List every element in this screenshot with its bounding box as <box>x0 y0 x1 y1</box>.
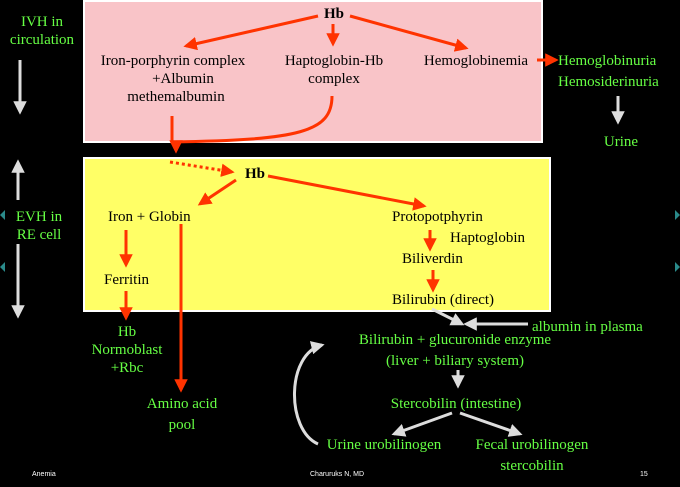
protoporphyrin-label: Protopotphyrin <box>392 209 483 225</box>
iron-globin-label: Iron + Globin <box>108 209 191 225</box>
arrow-stercobilin-to-urine-urobilinogen <box>391 411 453 437</box>
fecal-urobilinogen-label: Fecal urobilinogen stercobilin <box>475 437 589 474</box>
evh-label: EVH in RE cell <box>15 209 63 243</box>
arrow-methemalbumin-down <box>169 116 183 154</box>
bilirubin-glucuronide-label: Bilirubin + glucuronide enzyme (liver + … <box>358 332 552 369</box>
hemoglobinemia-label: Hemoglobinemia <box>423 53 529 69</box>
stercobilin-label: Stercobilin (intestine) <box>390 396 522 412</box>
arrow-hb-to-hemoglobinemia <box>349 14 469 52</box>
arrow-hb-to-iron-globin <box>197 178 237 206</box>
arrow-hb-to-iron-porphyrin <box>183 14 319 51</box>
urine-label: Urine <box>603 134 639 150</box>
footer-center: Charuruks N, MD <box>310 471 365 478</box>
pink-hb-label: Hb <box>323 6 344 22</box>
ferritin-label: Ferritin <box>104 272 149 288</box>
footer-page-number: 15 <box>640 471 648 478</box>
arrow-hb-to-protoporphyrin <box>267 174 427 211</box>
arrow-bilirubin-direct-to-glucuronide <box>431 307 465 326</box>
extravascular-box <box>83 157 551 312</box>
right-edge-nav-icon-lower[interactable] <box>675 262 680 272</box>
yellow-hb-label: Hb <box>244 166 265 182</box>
left-edge-nav-icon[interactable] <box>0 210 5 220</box>
right-edge-nav-icon[interactable] <box>675 210 680 220</box>
amino-acid-pool-label: Amino acid pool <box>146 396 218 433</box>
intravascular-box <box>83 0 543 143</box>
left-edge-nav-icon-lower[interactable] <box>0 262 5 272</box>
arrow-urobilinogen-recycle <box>293 341 325 446</box>
biliverdin-label: Biliverdin <box>402 251 463 267</box>
haptoglobin-hb-label: Haptoglobin-Hb complex <box>284 53 384 87</box>
albumin-plasma-label: albumin in plasma <box>532 319 643 335</box>
haptoglobin-label: Haptoglobin <box>450 230 525 246</box>
arrow-dotted-to-hb <box>169 160 235 177</box>
iron-porphyrin-label: Iron-porphyrin complex +Albumin methemal… <box>100 53 246 105</box>
hb-normoblast-label: Hb Normoblast +Rbc <box>91 324 163 376</box>
arrow-stercobilin-to-fecal-urobilinogen <box>459 411 523 437</box>
arrow-haptoglobin-curve <box>171 95 334 144</box>
footer-left: Anemia <box>32 471 56 478</box>
ivh-label: IVH in circulation <box>9 14 75 48</box>
hemosiderinuria-label: Hemosiderinuria <box>558 74 659 90</box>
bilirubin-direct-label: Bilirubin (direct) <box>392 292 495 308</box>
hemoglobinuria-label: Hemoglobinuria <box>558 53 657 69</box>
urine-urobilinogen-label: Urine urobilinogen <box>326 437 442 453</box>
